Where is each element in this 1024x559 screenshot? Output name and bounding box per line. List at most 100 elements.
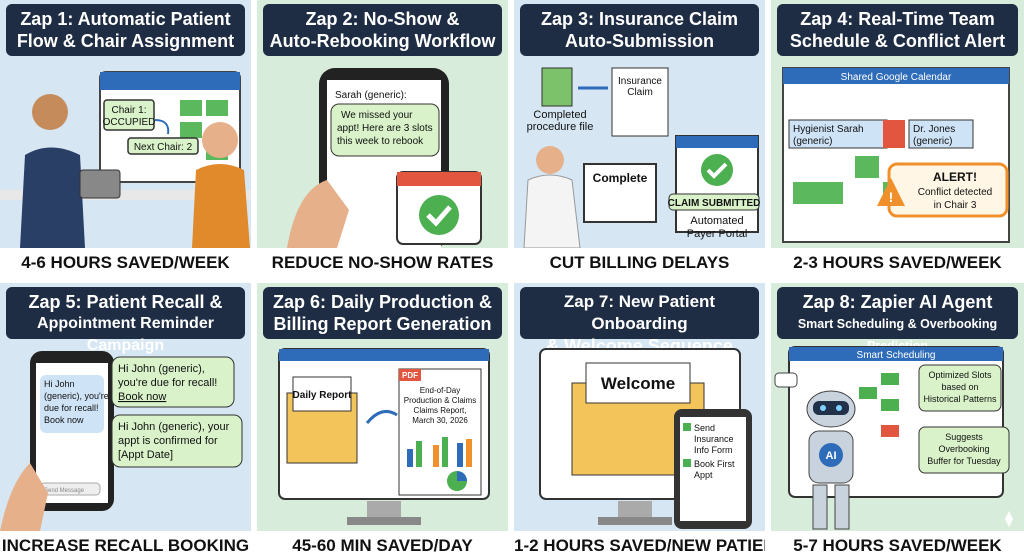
message-line-2: appt! Here are 3 slots: [337, 123, 433, 134]
doctor-slot: [908, 119, 974, 149]
sms-line-2: (generic), you're: [44, 391, 109, 401]
claim-document: [611, 67, 669, 137]
confirm-line-3: [Appt Date]: [118, 449, 173, 461]
title-line-2: Flow & Chair Assignment: [16, 31, 235, 51]
illustration-recall-campaign: Hi John (generic), you're due for recall…: [0, 343, 251, 531]
panel-zap-4: Zap 4: Real-Time Team Schedule & Conflic…: [771, 0, 1024, 276]
hand-icon: [0, 463, 48, 531]
illustration-onboarding: Welcome Send Insurance Info Form Book Fi…: [514, 343, 765, 531]
illustration-phone-rebook: Sarah (generic): We missed your appt! He…: [257, 60, 508, 248]
optimized-line-3: Historical Patterns: [923, 394, 997, 404]
sms-line-3: due for recall!: [44, 403, 99, 413]
welcome-label: Welcome: [601, 374, 675, 393]
daily-report-card: [292, 376, 352, 412]
panel-zap-2: Zap 2: No-Show & Auto-Rebooking Workflow…: [257, 0, 508, 276]
portal-line-1: Automated: [690, 215, 743, 227]
recall-book-link[interactable]: Book now: [118, 391, 166, 403]
panel-zap-7: Zap 7: New Patient Onboarding & Welcome …: [514, 283, 765, 559]
suggests-line-2: Overbooking: [938, 444, 989, 454]
next-chair-label: Next Chair: 2: [134, 142, 193, 153]
title-line-1: Zap 5: Patient Recall &: [28, 292, 223, 312]
panel-title: Zap 6: Daily Production & Billing Report…: [263, 287, 502, 339]
title-line-2: Appointment Reminder Campaign: [37, 315, 214, 354]
task-2-line-1: Book First: [694, 459, 735, 469]
title-line-1: Zap 7: New Patient Onboarding: [563, 292, 716, 333]
illustration-daily-report: Daily Report PDF End-of-Day Production &…: [257, 343, 508, 531]
warning-icon: [877, 178, 905, 206]
hand-icon: [287, 180, 349, 248]
arrow-icon: [154, 119, 170, 135]
overbooking-bubble: [918, 426, 1010, 474]
monitor-icon: [583, 163, 657, 223]
hygienist-line-2: (generic): [793, 136, 832, 147]
optimized-line-1: Optimized Slots: [928, 370, 992, 380]
ai-badge-label: AI: [826, 450, 837, 462]
sparkle-icon: [1005, 511, 1013, 527]
hygienist-slot: [788, 119, 888, 149]
arrow-icon: [365, 409, 398, 424]
hygienist-line-1: Hygienist Sarah: [793, 124, 864, 135]
doctor-line-1: Dr. Jones: [913, 124, 955, 135]
checkbox-book-appt[interactable]: [683, 459, 691, 467]
message-line-1: We missed your: [341, 110, 413, 121]
panel-title: Zap 4: Real-Time Team Schedule & Conflic…: [777, 4, 1018, 56]
sms-bubble: [40, 375, 104, 433]
message-input-placeholder: Send Message: [44, 488, 85, 494]
illustration-patient-flow: Chair 1: OCCUPIED Next Chair: 2: [0, 60, 251, 248]
panel-caption: 4-6 HOURS SAVED/WEEK: [0, 250, 251, 276]
claim-line-1: Insurance: [618, 76, 662, 87]
title-line-2: Auto-Submission: [565, 31, 714, 51]
ai-badge: [819, 443, 843, 467]
pdf-label: PDF: [402, 371, 418, 380]
suggests-line-3: Buffer for Tuesday: [927, 456, 1001, 466]
report-line-3: Claims Report,: [414, 406, 467, 415]
receptionist-head: [32, 94, 68, 130]
conflict-line-2: in Chair 3: [934, 200, 977, 211]
panel-title: Zap 7: New Patient Onboarding & Welcome …: [520, 287, 759, 356]
report-line-2: Production & Claims: [404, 396, 476, 405]
optimized-slots-bubble: [918, 364, 1002, 412]
claim-submitted-badge: [668, 193, 760, 211]
calendar-header: [100, 72, 240, 90]
alert-label: ALERT!: [933, 170, 977, 184]
panel-zap-1: Zap 1: Automatic Patient Flow & Chair As…: [0, 0, 251, 276]
receptionist-body: [20, 147, 85, 248]
illustration-ai-agent: Smart Scheduling Optimized Slots based o…: [771, 343, 1022, 531]
panel-zap-8: Zap 8: Zapier AI Agent Smart Scheduling …: [771, 283, 1024, 559]
check-icon: [701, 154, 733, 186]
confirm-bubble: [111, 414, 243, 468]
procedure-line-1: Completed: [533, 109, 586, 121]
file-icon: [541, 67, 573, 107]
chair-1-label: Chair 1:: [111, 105, 146, 116]
claim-line-2: Claim: [627, 87, 653, 98]
panel-title: Zap 5: Patient Recall & Appointment Remi…: [6, 287, 245, 354]
title-line-1: Zap 6: Daily Production &: [272, 292, 493, 312]
checkbox-insurance[interactable]: [683, 423, 691, 431]
panel-title: Zap 2: No-Show & Auto-Rebooking Workflow: [263, 4, 502, 56]
title-line-1: Zap 4: Real-Time Team: [800, 9, 995, 29]
svg-text:!: !: [889, 189, 894, 205]
sms-line-1: Hi John: [44, 379, 75, 389]
recall-line-2: you're due for recall!: [118, 377, 217, 389]
panel-title: Zap 1: Automatic Patient Flow & Chair As…: [6, 4, 245, 56]
illustration-team-schedule: Shared Google Calendar Hygienist Sarah (…: [771, 60, 1022, 248]
panel-caption: CUT BILLING DELAYS: [514, 250, 765, 276]
panel-caption: 2-3 HOURS SAVED/WEEK: [771, 250, 1024, 276]
panel-title: Zap 8: Zapier AI Agent Smart Scheduling …: [777, 287, 1018, 353]
reception-desk: [0, 190, 251, 200]
title-line-1: Zap 1: Automatic Patient: [20, 9, 231, 29]
conflict-line-1: Conflict detected: [918, 187, 993, 198]
task-2-line-2: Appt: [694, 470, 713, 480]
tablet-icon: [79, 169, 121, 199]
doctor-line-2: (generic): [913, 136, 952, 147]
confirm-line-2: appt is confirmed for: [118, 435, 218, 447]
sender-name: Sarah (generic):: [335, 90, 407, 101]
speech-icon: [774, 372, 798, 388]
title-line-1: Zap 3: Insurance Claim: [540, 9, 739, 29]
sms-line-4: Book now: [44, 415, 84, 425]
check-icon: [419, 195, 459, 235]
portal-line-2: Payer Portal: [687, 228, 748, 240]
illustration-insurance-claim: Completed procedure file Insurance Claim…: [514, 60, 765, 248]
welcome-card: [585, 362, 691, 404]
